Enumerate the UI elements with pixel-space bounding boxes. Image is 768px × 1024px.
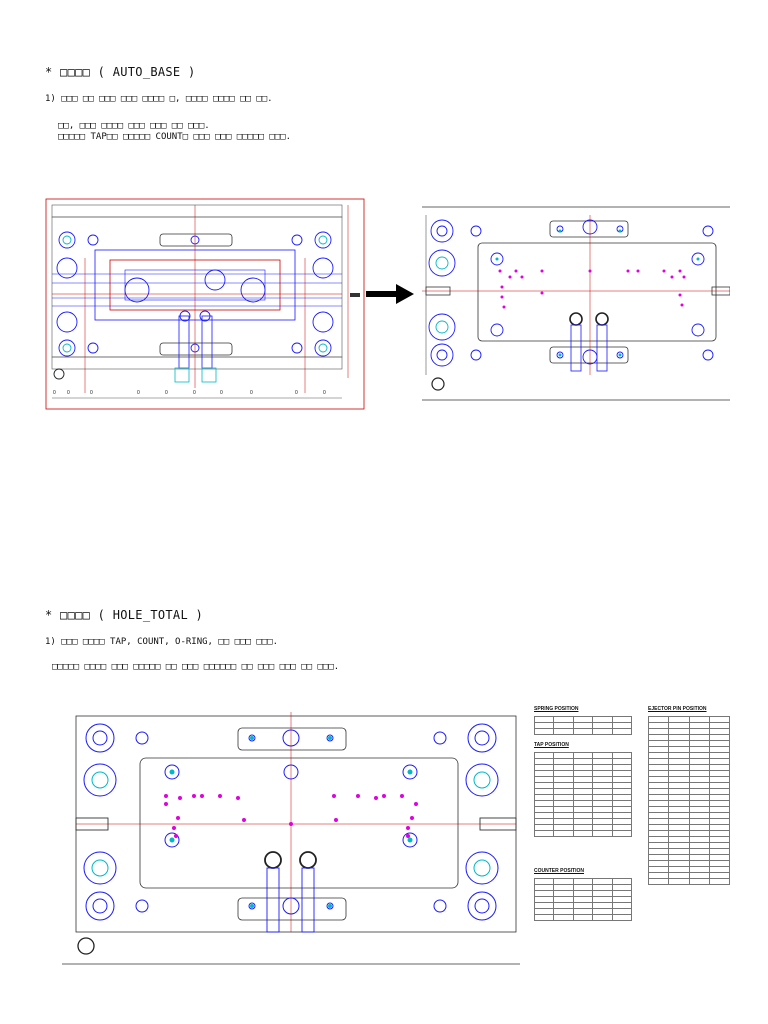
section2-line2: □□□□□ □□□□ □□□ □□□□□ □□ □□□ □□□□□□ □□ □□… — [52, 662, 340, 672]
svg-text:0: 0 — [295, 390, 298, 396]
counter-position-title: COUNTER POSITION — [534, 868, 585, 874]
svg-text:0: 0 — [220, 390, 223, 396]
section2-line1: 1) □□□ □□□□ TAP, COUNT, O-RING, □□ □□□ □… — [45, 637, 278, 647]
cad-drawing-hole-total — [62, 712, 520, 965]
svg-text:0: 0 — [90, 390, 93, 396]
svg-text:0: 0 — [193, 390, 196, 396]
cad-drawing-after — [422, 206, 730, 401]
svg-text:0: 0 — [137, 390, 140, 396]
ejector-pin-position-title: EJECTOR PIN POSITION — [648, 706, 707, 712]
counter-position-table — [533, 878, 633, 921]
right-arrow-icon — [366, 284, 414, 304]
ejector-pin-position-table — [647, 716, 731, 885]
svg-text:0: 0 — [53, 390, 56, 396]
section1-line1: 1) □□□ □□ □□□ □□□ □□□□ □, □□□□ □□□□ □□ □… — [45, 94, 273, 104]
svg-text:0: 0 — [165, 390, 168, 396]
tap-position-table — [533, 752, 633, 837]
tap-position-title: TAP POSITION — [534, 742, 569, 748]
spring-position-title: SPRING POSITION — [534, 706, 579, 712]
svg-text:0: 0 — [250, 390, 253, 396]
section1-line3: □□□□□ TAP□□ □□□□□ COUNT□ □□□ □□□ □□□□□ □… — [58, 132, 291, 142]
section1-line2: □□, □□□ □□□□ □□□ □□□ □□ □□□. — [58, 121, 210, 131]
section2-heading: * □□□□ ( HOLE_TOTAL ) — [45, 608, 204, 622]
svg-text:0: 0 — [67, 390, 70, 396]
svg-text:0: 0 — [323, 390, 326, 396]
cad-drawing-before: 0 0 0 0 0 0 0 0 0 0 — [45, 198, 365, 410]
section1-heading: * □□□□ ( AUTO_BASE ) — [45, 65, 196, 79]
spring-position-table — [533, 716, 633, 735]
